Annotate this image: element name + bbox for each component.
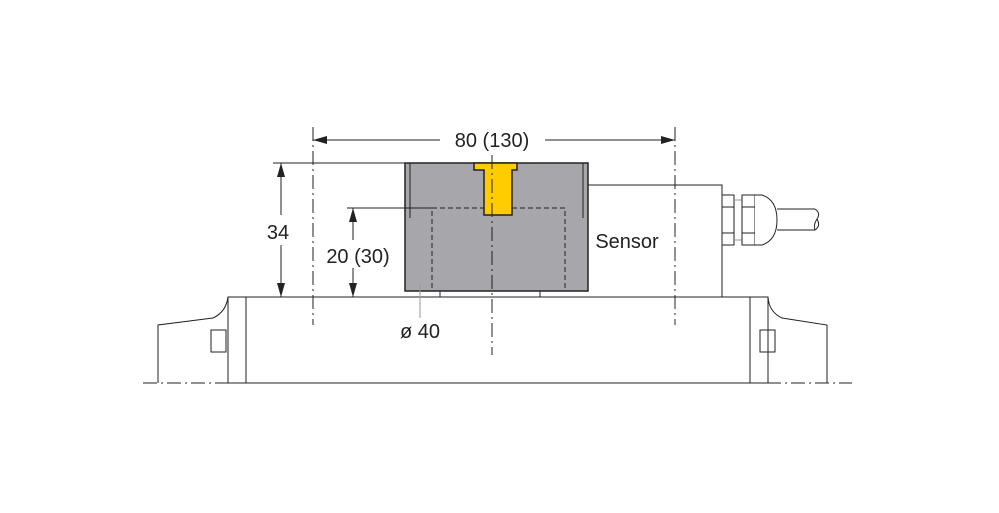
sensor-height-dimension-label: 20 (30) [326,246,389,268]
cable-gland [721,194,778,246]
actuator-key [473,162,518,216]
height-dimension-label: 34 [267,222,289,244]
cable [777,208,820,231]
sensor-label: Sensor [595,231,659,253]
diameter-label: ø 40 [400,321,440,343]
width-dimension-label: 80 (130) [455,130,530,152]
